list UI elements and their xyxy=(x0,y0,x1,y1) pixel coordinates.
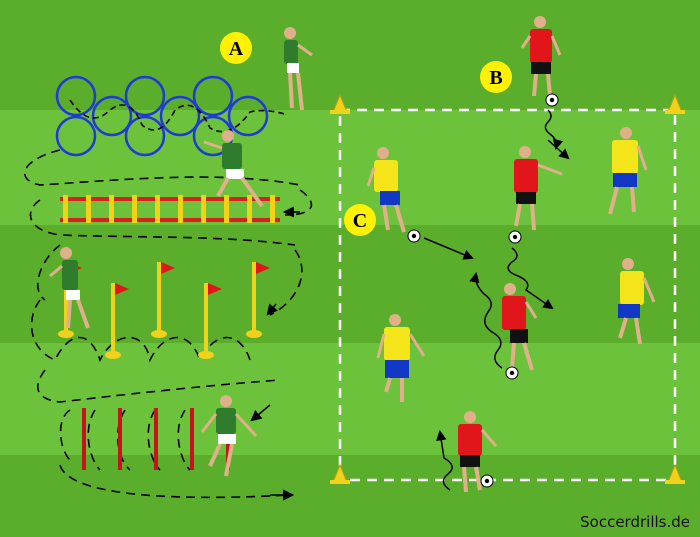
player-green xyxy=(49,247,90,329)
label-b: B xyxy=(489,67,502,89)
label-a: A xyxy=(229,38,244,60)
cone-bottom-left xyxy=(330,463,350,484)
player-yellow xyxy=(376,314,426,402)
label-a-badge: A xyxy=(220,32,252,64)
player-yellow xyxy=(618,258,656,345)
dribble-arrows xyxy=(423,109,570,491)
coordination-rings xyxy=(55,75,269,157)
speed-ladder xyxy=(60,195,280,223)
label-b-badge: B xyxy=(480,61,512,93)
flag-pole xyxy=(151,262,175,338)
player-green xyxy=(200,395,258,477)
player-red xyxy=(502,283,538,371)
player-green xyxy=(284,27,313,111)
flag-pole xyxy=(105,283,129,359)
player-yellow xyxy=(608,127,648,215)
rings-run-path xyxy=(69,99,289,133)
cone-top-right xyxy=(665,93,685,114)
player-red xyxy=(514,146,563,231)
cone-top-left xyxy=(330,93,350,114)
watermark: Soccerdrills.de xyxy=(580,513,690,531)
flag-pole xyxy=(246,262,270,338)
player-green xyxy=(203,130,264,208)
label-c: C xyxy=(353,210,367,232)
label-c-badge: C xyxy=(344,204,376,236)
path-arrows xyxy=(250,206,300,501)
cone-bottom-right xyxy=(665,463,685,484)
player-yellow xyxy=(366,147,406,233)
station-c-pitch xyxy=(330,93,685,484)
player-red xyxy=(520,16,562,97)
player-red xyxy=(458,411,498,493)
flag-pole xyxy=(198,283,222,359)
